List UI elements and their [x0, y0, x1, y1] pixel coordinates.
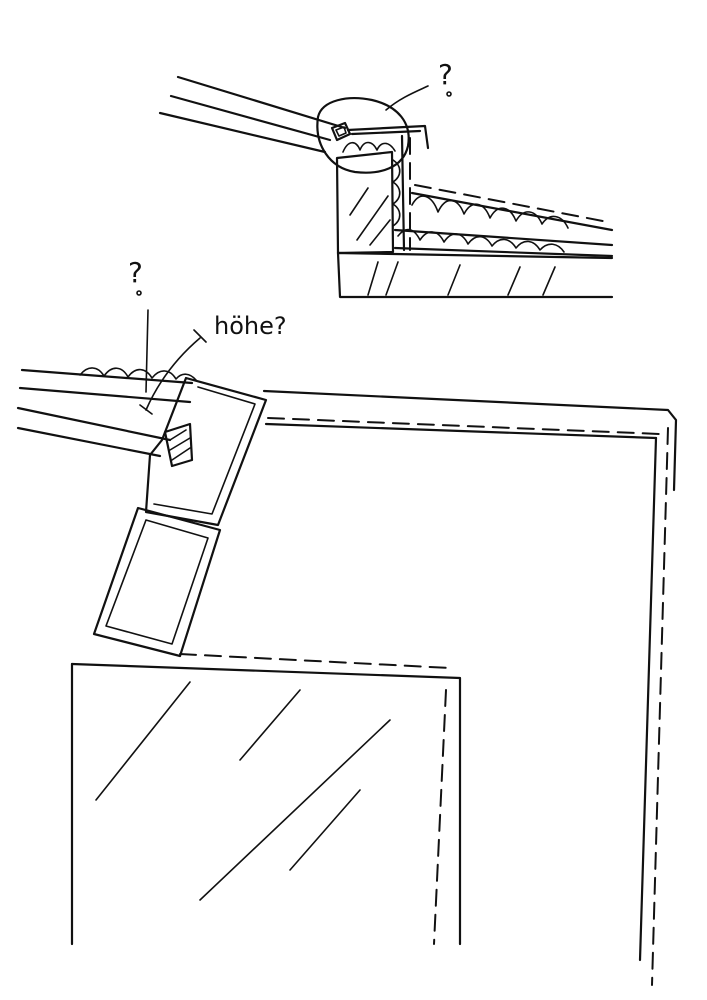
ridge-question-dot [136, 290, 142, 296]
lower-block-hatch [95, 681, 391, 901]
detail-question-mark: ? [438, 58, 453, 91]
height-leader [145, 309, 149, 393]
eaves-detail-drawing [158, 75, 614, 299]
wall-block [335, 150, 395, 255]
wall-hatch [349, 187, 391, 246]
main-rafter-3 [16, 406, 172, 442]
right-wall-dash [651, 427, 669, 986]
right-wall-inner [638, 436, 658, 962]
insulation-wave-lower [397, 228, 565, 253]
window-lower-inner [105, 519, 209, 645]
height-dimension-arc [145, 337, 201, 411]
main-rafter-2 [18, 386, 192, 404]
height-dimension-ticks [139, 329, 207, 415]
ceiling-bottom-line [264, 422, 658, 440]
joint-block [163, 422, 194, 468]
insulation-wave-circle [342, 141, 396, 153]
lower-block-top-right [70, 662, 462, 946]
detail-question-dot [446, 91, 452, 97]
ceiling-dash-upper [414, 184, 609, 223]
rafter-line-lower [158, 111, 327, 154]
floor-dash-line [179, 653, 451, 669]
profile-square-inner [335, 126, 347, 137]
ceiling-line-upper [410, 191, 614, 232]
roof-window-drawing [16, 309, 678, 986]
window-frame-upper [144, 376, 268, 527]
main-rafter-4 [16, 426, 162, 458]
insulation-wave-upper [411, 195, 569, 229]
slab-top [336, 251, 614, 260]
slab-hatch [367, 261, 556, 296]
window-lower-outer [92, 506, 222, 658]
ridge-question-mark: ? [128, 256, 143, 289]
rafter-line-middle [169, 94, 332, 142]
ceiling-top-line [262, 389, 678, 492]
ceiling-dash-line [267, 417, 661, 435]
flashing-inner [350, 129, 422, 136]
profile-square [330, 121, 352, 142]
insulation-squiggle-vertical [392, 159, 401, 227]
detail-leader [385, 85, 429, 111]
roof-surface-wave [79, 367, 197, 381]
slab-outline [336, 251, 614, 299]
detail-circle [316, 97, 410, 174]
joint-hatch [169, 429, 191, 461]
flashing-top [346, 124, 430, 150]
ceiling-line-lower [393, 246, 614, 258]
window-frame-upper-inner [153, 386, 256, 515]
main-rafter-top [20, 368, 194, 385]
lower-block-dash [433, 689, 447, 945]
height-label: höhe? [214, 312, 287, 340]
vertical-line-detail [400, 134, 406, 252]
